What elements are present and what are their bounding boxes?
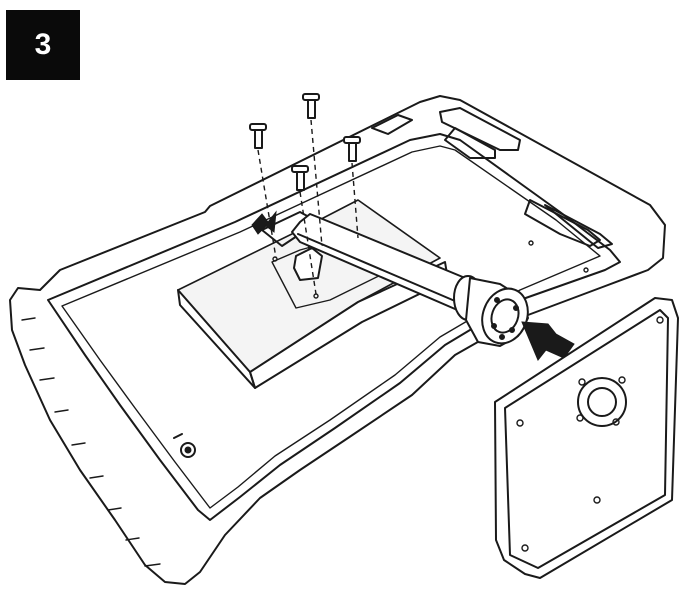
step-number: 3 xyxy=(34,28,52,61)
screw-icon xyxy=(343,136,361,239)
step-number-badge: 3 xyxy=(6,10,80,80)
screw-icon xyxy=(302,93,323,247)
logo-mark-icon xyxy=(251,210,277,235)
screw-icon xyxy=(291,165,317,295)
direction-arrow-icon xyxy=(521,321,575,361)
screw-icon xyxy=(249,123,277,259)
stand-neck-icon xyxy=(291,213,529,347)
stand-foot-icon xyxy=(494,297,679,579)
monitor-back-icon xyxy=(9,95,666,585)
